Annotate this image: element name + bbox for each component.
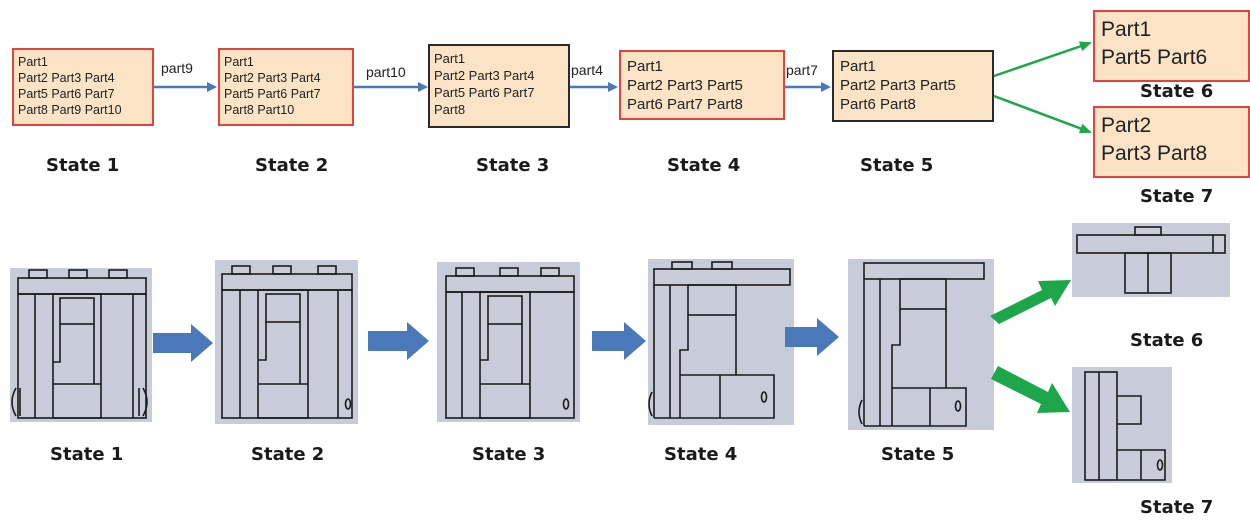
top-state-label: State 2 bbox=[255, 155, 329, 176]
state-1-line: Part5 Part6 Part7 bbox=[18, 87, 115, 101]
state-7-box: Part2 Part3 Part8 bbox=[1093, 106, 1250, 178]
state-5-part-drawing bbox=[858, 262, 985, 427]
state-3-line: Part2 Part3 Part4 bbox=[434, 68, 535, 83]
bottom-state-label: State 3 bbox=[472, 444, 546, 465]
state-6-part-drawing bbox=[1076, 226, 1226, 294]
edge-label-part9: part9 bbox=[161, 60, 193, 76]
bottom-state-label: State 4 bbox=[664, 444, 738, 465]
state-3-box: Part1 Part2 Part3 Part4 Part5 Part6 Part… bbox=[428, 44, 570, 128]
state-3-render bbox=[437, 262, 580, 422]
state-2-line: Part8 Part10 bbox=[224, 103, 295, 117]
state-5-line: Part2 Part3 Part5 bbox=[840, 77, 956, 94]
state-5-render bbox=[848, 259, 994, 430]
state-4-line: Part2 Part3 Part5 bbox=[627, 77, 743, 94]
state-2-line: Part5 Part6 Part7 bbox=[224, 87, 321, 101]
state-4-line: Part6 Part7 Part8 bbox=[627, 96, 743, 113]
state-5-line: Part1 bbox=[840, 58, 876, 75]
block-arrow-green-down bbox=[991, 366, 1070, 413]
state-7-render bbox=[1072, 367, 1172, 483]
state-3-line: Part1 bbox=[434, 51, 466, 66]
state-3-line: Part5 Part6 Part7 bbox=[434, 85, 535, 100]
bottom-state-label: State 6 bbox=[1130, 330, 1204, 351]
block-arrow-4 bbox=[785, 318, 839, 356]
arrow-to-state-7 bbox=[993, 94, 1092, 134]
block-arrow-green-up bbox=[990, 280, 1071, 324]
state-6-line: Part5 Part6 bbox=[1101, 46, 1208, 69]
state-5-box: Part1 Part2 Part3 Part5 Part6 Part8 bbox=[832, 50, 994, 122]
state-4-box: Part1 Part2 Part3 Part5 Part6 Part7 Part… bbox=[619, 50, 785, 120]
state-1-part-drawing bbox=[11, 269, 148, 419]
state-2-render bbox=[215, 260, 358, 424]
top-state-label: State 6 bbox=[1140, 81, 1214, 102]
block-arrow-1 bbox=[153, 324, 213, 362]
state-7-line: Part3 Part8 bbox=[1101, 142, 1208, 165]
arrow-to-state-6 bbox=[993, 41, 1092, 78]
bottom-state-label: State 7 bbox=[1140, 497, 1214, 518]
state-7-part-drawing bbox=[1084, 371, 1166, 481]
state-6-box: Part1 Part5 Part6 bbox=[1093, 10, 1250, 82]
edge-label-part7: part7 bbox=[786, 62, 818, 78]
state-3-line: Part8 bbox=[434, 102, 466, 117]
top-state-label: State 5 bbox=[860, 155, 934, 176]
state-4-line: Part1 bbox=[627, 58, 663, 75]
state-4-render bbox=[648, 259, 794, 425]
edge-label-part4: part4 bbox=[571, 62, 603, 78]
state-1-line: Part8 Part9 Part10 bbox=[18, 103, 122, 117]
state-1-line: Part2 Part3 Part4 bbox=[18, 71, 115, 85]
bottom-state-label: State 1 bbox=[50, 444, 124, 465]
state-5-line: Part6 Part8 bbox=[840, 96, 916, 113]
state-7-line: Part2 bbox=[1101, 114, 1152, 137]
state-6-line: Part1 bbox=[1101, 18, 1152, 41]
top-state-label: State 7 bbox=[1140, 186, 1214, 207]
state-1-box: Part1 Part2 Part3 Part4 Part5 Part6 Part… bbox=[12, 48, 154, 126]
bottom-state-label: State 5 bbox=[881, 444, 955, 465]
block-arrow-3 bbox=[592, 322, 646, 360]
state-2-part-drawing bbox=[221, 265, 353, 419]
state-1-line: Part1 bbox=[18, 55, 48, 69]
bottom-state-label: State 2 bbox=[251, 444, 325, 465]
state-3-part-drawing bbox=[445, 267, 575, 419]
top-state-label: State 1 bbox=[46, 155, 120, 176]
edge-label-part10: part10 bbox=[366, 64, 406, 80]
block-arrow-2 bbox=[368, 322, 429, 360]
state-4-part-drawing bbox=[648, 261, 791, 419]
top-state-label: State 4 bbox=[667, 155, 741, 176]
state-2-line: Part2 Part3 Part4 bbox=[224, 71, 321, 85]
state-2-box: Part1 Part2 Part3 Part4 Part5 Part6 Part… bbox=[218, 48, 354, 126]
top-state-label: State 3 bbox=[476, 155, 550, 176]
state-2-line: Part1 bbox=[224, 55, 254, 69]
